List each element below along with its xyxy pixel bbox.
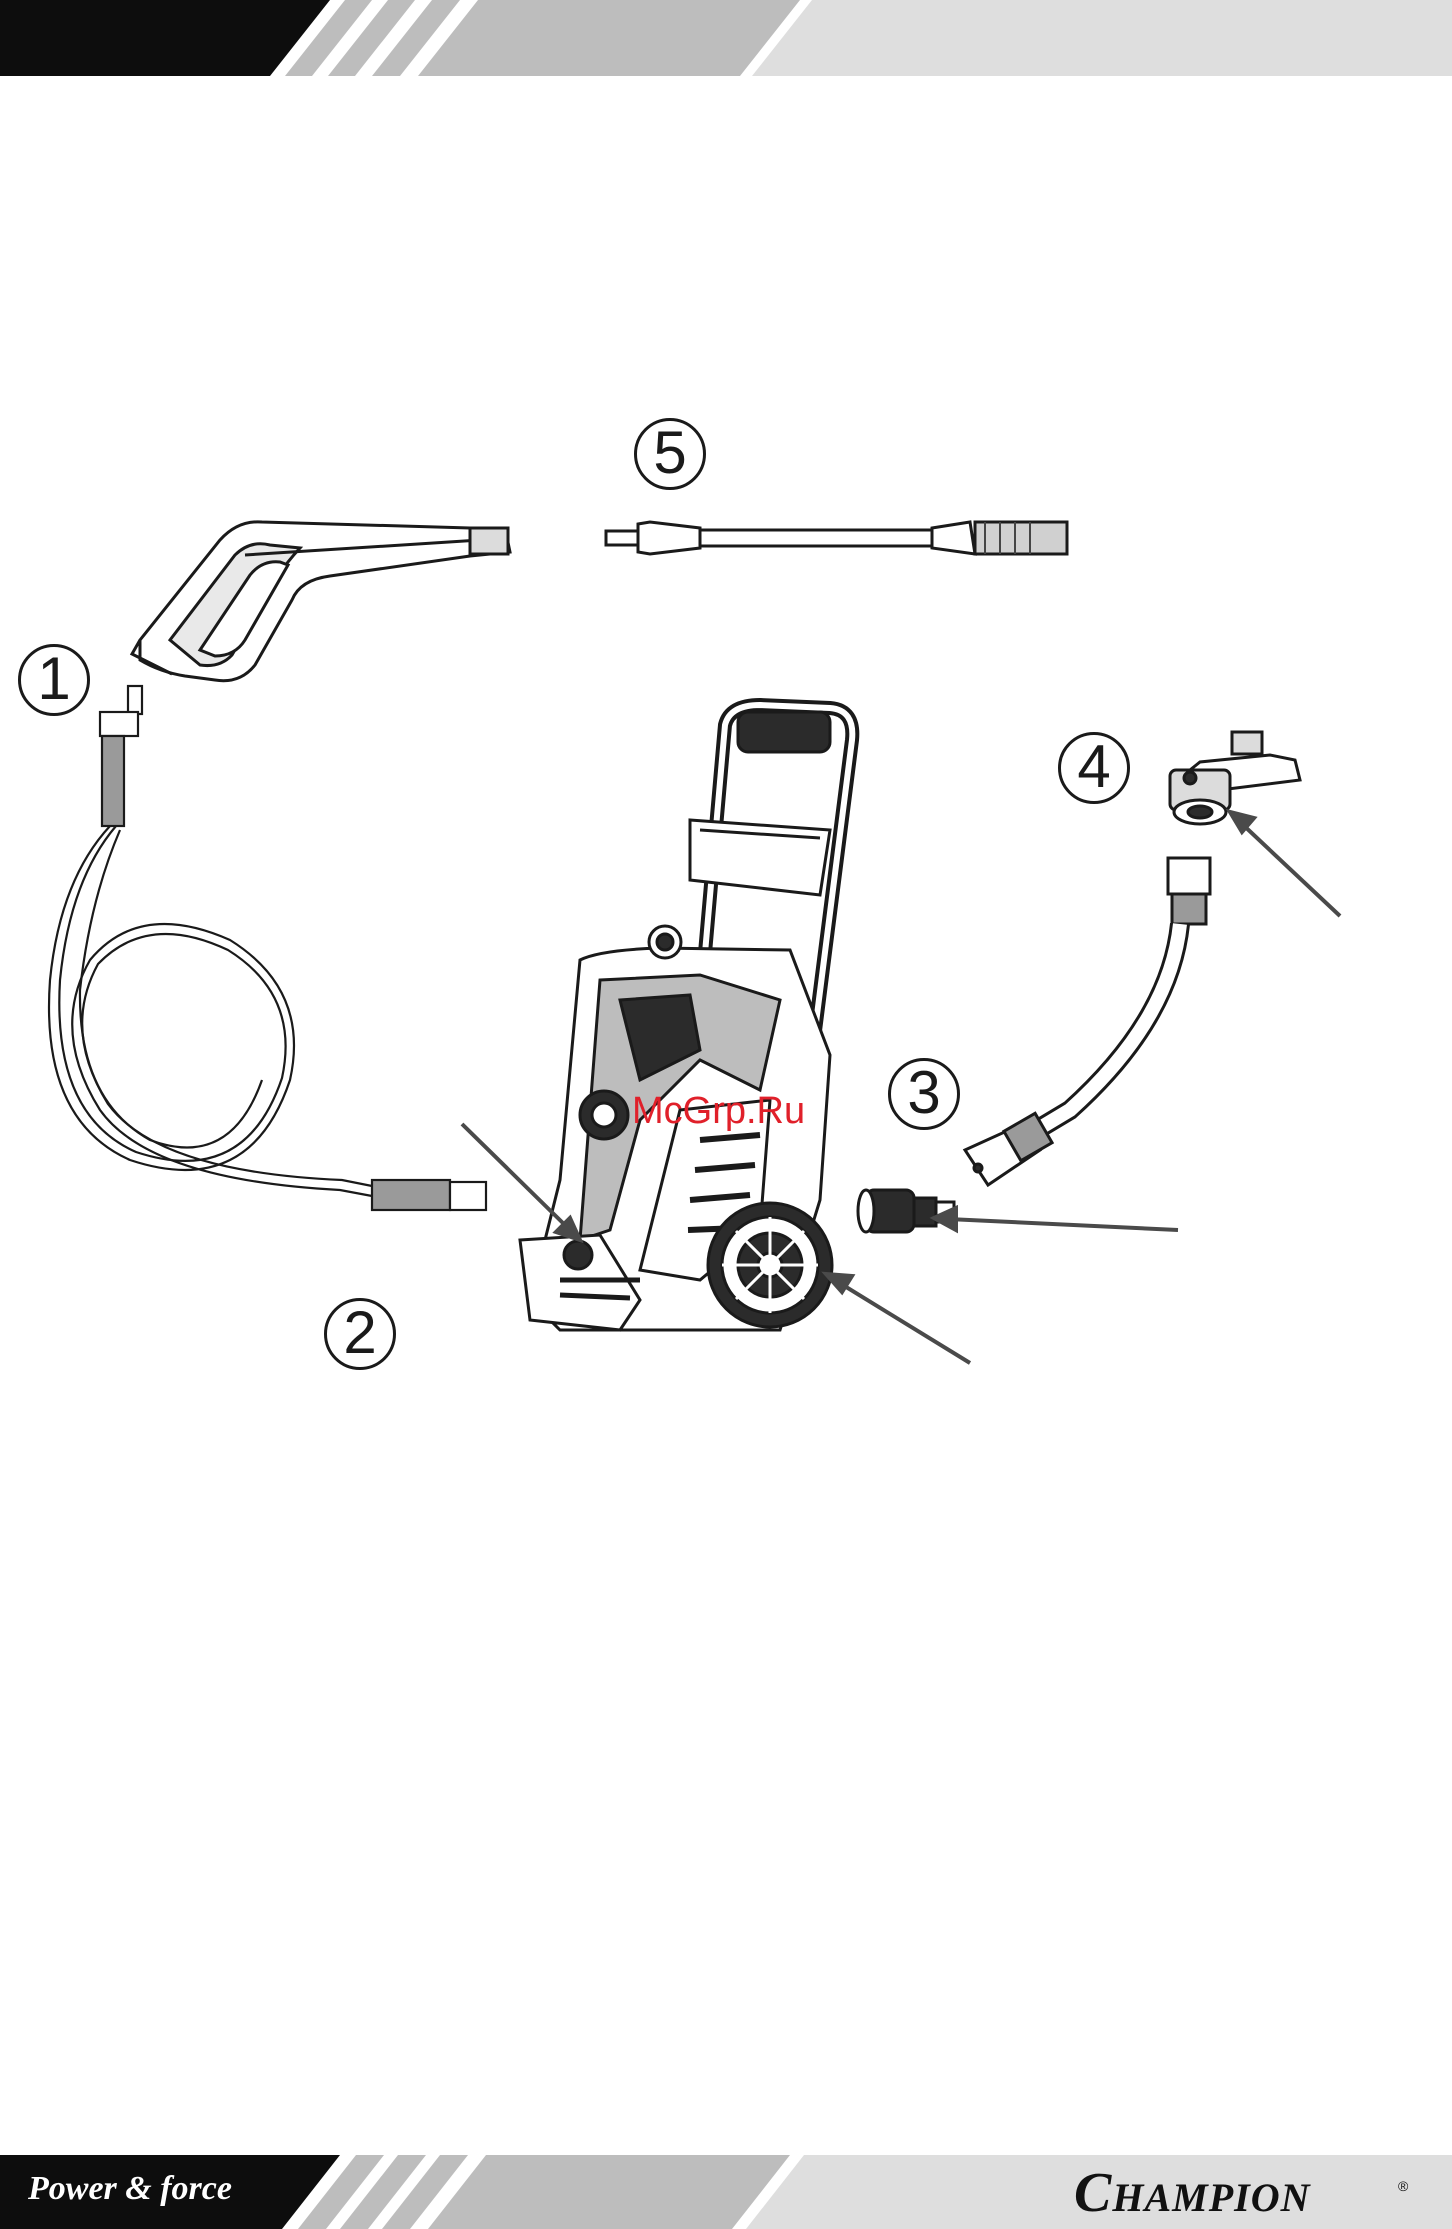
callout-1: 1 xyxy=(18,644,90,716)
pressure-washer-assembly-figure xyxy=(0,380,1452,1400)
callout-number: 5 xyxy=(634,423,706,483)
spray-gun xyxy=(132,522,510,681)
high-pressure-hose xyxy=(49,686,486,1210)
brand-logo: CHAMPION xyxy=(1074,2161,1311,2225)
callout-4: 4 xyxy=(1058,732,1130,804)
callout-number: 4 xyxy=(1058,737,1130,797)
watermark-text: McGrp.Ru xyxy=(632,1090,805,1133)
callout-3: 3 xyxy=(888,1058,960,1130)
callout-number: 1 xyxy=(18,649,90,709)
brand-rest: HAMPION xyxy=(1112,2175,1310,2220)
water-inlet-hose xyxy=(965,732,1300,1185)
header-stripe-band xyxy=(0,0,1452,76)
callout-number: 2 xyxy=(324,1303,396,1363)
footer-slogan: Power & force xyxy=(28,2170,232,2208)
registered-mark: ® xyxy=(1398,2178,1408,2194)
callout-2: 2 xyxy=(324,1298,396,1370)
quick-connector xyxy=(858,1190,954,1232)
brand-initial: C xyxy=(1074,2162,1112,2224)
callout-5: 5 xyxy=(634,418,706,490)
callout-number: 3 xyxy=(888,1063,960,1123)
spray-lance xyxy=(606,522,1067,554)
